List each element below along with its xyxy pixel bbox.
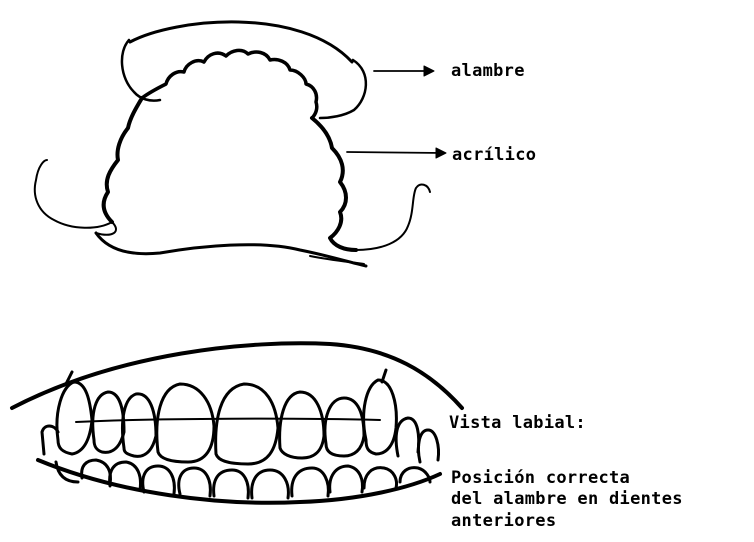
tooth <box>216 384 278 464</box>
label-posicion-line1: Posición correcta <box>451 468 630 488</box>
tooth <box>123 394 157 457</box>
label-acrilico: acrílico <box>452 145 536 165</box>
tooth <box>330 466 363 492</box>
tooth <box>325 398 364 456</box>
tooth <box>292 468 329 496</box>
label-vista-labial: Vista labial: <box>449 413 586 433</box>
tooth <box>93 392 124 452</box>
pointer-arrows <box>347 66 446 158</box>
arrow-alambre-head <box>424 66 434 76</box>
label-alambre: alambre <box>451 61 525 81</box>
clasp-wire-left <box>35 160 112 228</box>
tooth <box>252 470 289 498</box>
wire-loop-right <box>320 60 366 118</box>
label-posicion-line2: del alambre en dientes <box>451 489 683 509</box>
acrylic-posterior-border <box>96 233 366 266</box>
tooth <box>280 392 324 458</box>
labial-wire-arch <box>130 22 352 62</box>
label-posicion-line3: anteriores <box>451 511 556 531</box>
upper-teeth <box>42 370 439 464</box>
palatal-appliance <box>35 22 430 266</box>
tooth <box>157 384 214 462</box>
labial-view <box>12 343 462 502</box>
acrylic-border-right <box>312 118 356 250</box>
tooth <box>382 370 386 382</box>
acrylic-anterior-margin <box>142 50 317 118</box>
clasp-wire-right <box>356 185 430 250</box>
tooth <box>418 430 438 462</box>
tooth <box>57 382 92 454</box>
tooth <box>179 468 211 496</box>
tooth <box>396 418 419 456</box>
tooth <box>214 470 249 498</box>
arrow-acrilico <box>347 152 444 153</box>
tooth <box>364 380 397 454</box>
arrow-acrilico-head <box>436 148 446 158</box>
acrylic-border-left <box>104 98 142 222</box>
tooth <box>364 468 397 488</box>
